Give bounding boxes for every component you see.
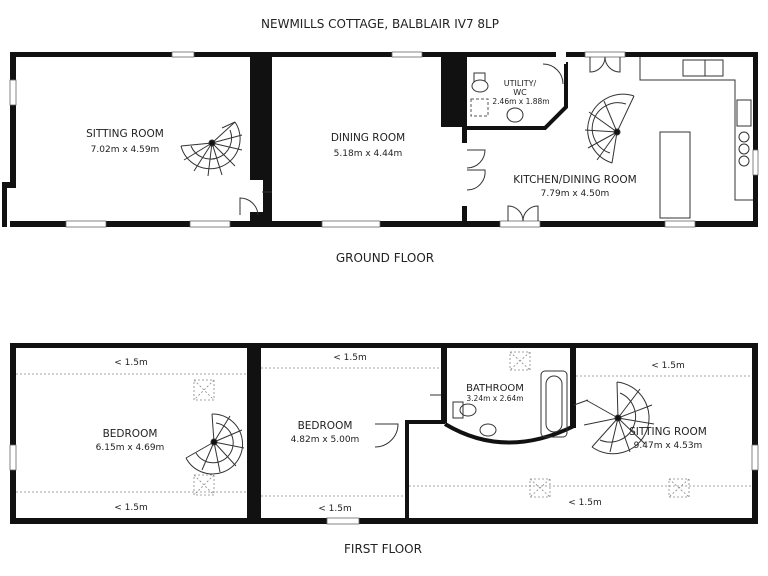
height-note-bedroom2-bottom: < 1.5m (318, 504, 351, 514)
height-note-sitting-bottom: < 1.5m (568, 498, 601, 508)
ground-spiral-stair-left (180, 121, 243, 177)
first-spiral-stair-right (583, 381, 655, 455)
first-sitting-room-name: SITTING ROOM (629, 426, 707, 438)
height-note-bedroom1-bottom: < 1.5m (114, 503, 147, 513)
first-bedroom-2-size: 4.82m x 5.00m (291, 435, 360, 445)
utility-wc-name: UTILITY/ (504, 79, 537, 88)
utility-wc-name-2: WC (513, 88, 527, 97)
ground-floor-label: GROUND FLOOR (336, 251, 434, 265)
ground-sitting-room-size: 7.02m x 4.59m (91, 145, 160, 155)
first-floor-label: FIRST FLOOR (344, 542, 422, 556)
first-bedroom-2-name: BEDROOM (298, 420, 353, 432)
ground-dining-room-name: DINING ROOM (331, 132, 405, 144)
ground-dining-room-size: 5.18m x 4.44m (334, 149, 403, 159)
bathroom-name: BATHROOM (466, 383, 524, 394)
height-note-bedroom1-top: < 1.5m (114, 358, 147, 368)
first-sitting-room-size: 9.47m x 4.53m (634, 441, 703, 451)
kitchen-dining-size: 7.79m x 4.50m (541, 189, 610, 199)
first-bedroom-1-name: BEDROOM (103, 428, 158, 440)
first-bedroom-1-size: 6.15m x 4.69m (96, 443, 165, 453)
height-note-bedroom2-top: < 1.5m (333, 353, 366, 363)
kitchen-dining-name: KITCHEN/DINING ROOM (513, 174, 636, 186)
ground-sitting-room-name: SITTING ROOM (86, 128, 164, 140)
height-note-sitting-top: < 1.5m (651, 361, 684, 371)
utility-wc-size: 2.46m x 1.88m (492, 97, 549, 106)
page-title: NEWMILLS COTTAGE, BALBLAIR IV7 8LP (261, 17, 499, 31)
first-spiral-stair-left (185, 413, 245, 475)
bathroom-size: 3.24m x 2.64m (466, 394, 523, 403)
ground-floor-plan (2, 51, 759, 228)
ground-spiral-stair-right (584, 93, 635, 164)
first-floor-plan (9, 343, 759, 525)
